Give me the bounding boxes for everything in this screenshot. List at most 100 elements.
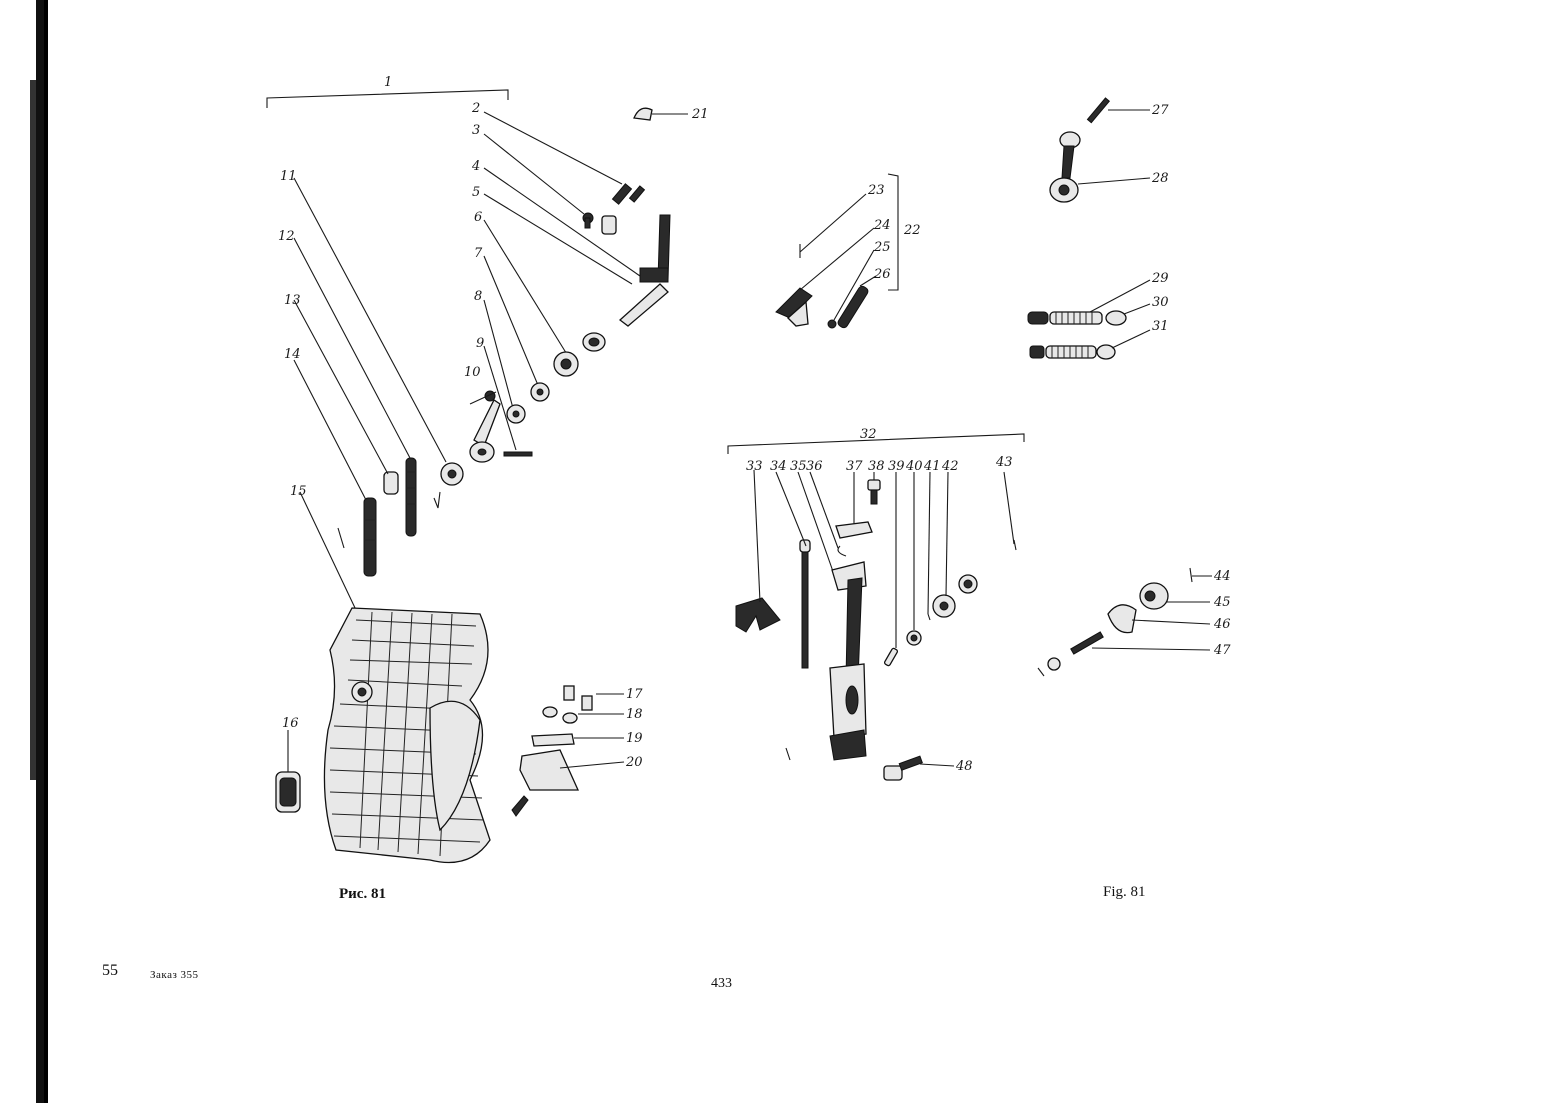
callout-42: 42 (941, 459, 959, 474)
binding-edge (0, 0, 50, 1103)
figure-caption-en: Fig. 81 (1103, 884, 1146, 900)
part-41-pin: 41 (923, 459, 941, 621)
callout-45: 45 (1213, 595, 1231, 610)
callout-24: 24 (873, 218, 891, 233)
part-32-lever-assembly (829, 561, 867, 761)
callout-40: 40 (905, 459, 923, 474)
callout-34: 34 (770, 459, 787, 474)
part-44-pin: 44 (1189, 567, 1231, 584)
part-42-bushing: 42 (932, 459, 978, 618)
callout-6: 6 (474, 210, 482, 225)
part-28-lever: 28 (1049, 131, 1169, 203)
group-bracket-22: 22 (887, 173, 921, 291)
part-25-pin: 25 (827, 240, 891, 329)
callout-12: 12 (278, 229, 295, 244)
callout-41: 41 (923, 459, 941, 474)
callout-29: 29 (1151, 271, 1169, 286)
callout-35: 35 (790, 459, 807, 474)
callout-28: 28 (1151, 171, 1169, 186)
callout-46: 46 (1213, 617, 1231, 632)
callout-27: 27 (1151, 103, 1169, 118)
part-27-pin: 27 (1086, 97, 1169, 124)
part-20-bracket: 20 (511, 749, 643, 817)
callout-2: 2 (471, 101, 480, 116)
callout-36: 36 (806, 459, 823, 474)
callout-32: 32 (860, 427, 877, 442)
callout-5: 5 (472, 185, 480, 200)
callout-16: 16 (282, 716, 299, 731)
callout-19: 19 (626, 731, 643, 746)
callout-10: 10 (464, 365, 481, 380)
order-label: Заказ 355 (150, 969, 199, 981)
part-19-plate: 19 (531, 731, 643, 747)
part-23-pin: 23 (799, 183, 885, 258)
part-40-nut: 40 (905, 459, 923, 646)
callout-17: 17 (626, 687, 643, 702)
callout-31: 31 (1152, 319, 1169, 334)
callout-22: 22 (903, 223, 921, 238)
part-21-cap: 21 (633, 107, 709, 122)
part-4-bushing: 4 (471, 159, 641, 277)
callout-14: 14 (284, 347, 301, 362)
part-38-bolt: 38 (867, 459, 885, 505)
callout-20: 20 (625, 755, 643, 770)
part-45-nut: 45 (1139, 582, 1231, 610)
callout-48: 48 (955, 759, 973, 774)
part-6-nut: 6 (474, 210, 606, 357)
part-26-spring: 26 (837, 267, 891, 329)
callout-30: 30 (1152, 295, 1169, 310)
callout-47: 47 (1213, 643, 1231, 658)
callout-7: 7 (474, 246, 483, 261)
part-18-washer: 18 (542, 706, 643, 724)
part-43-pin: 43 (995, 455, 1017, 551)
part-2-pin: 2 (471, 101, 646, 205)
callout-33: 33 (746, 459, 763, 474)
part-13-bushing: 13 (284, 293, 399, 495)
part-11-ring: 11 (280, 169, 464, 486)
callout-18: 18 (626, 707, 643, 722)
part-8-washer: 8 (474, 289, 550, 413)
part-15-housing: 15 (290, 484, 491, 864)
callout-4: 4 (471, 159, 480, 174)
callout-8: 8 (474, 289, 482, 304)
callout-13: 13 (284, 293, 301, 308)
part-5-shaft-lever: 5 (472, 185, 671, 327)
callout-21: 21 (691, 107, 709, 122)
part-47-stud: 47 (1037, 631, 1231, 677)
part-3-screw: 3 (472, 123, 594, 229)
part-16-bushing: 16 (275, 716, 301, 813)
part-39-pin: 39 (883, 459, 905, 667)
callout-9: 9 (476, 336, 484, 351)
part-48-bolt: 48 (785, 747, 973, 781)
callout-44: 44 (1213, 569, 1231, 584)
part-14-rod: 14 (284, 347, 441, 577)
figure-caption-ru: Рис. 81 (339, 886, 386, 902)
callout-1: 1 (384, 75, 392, 90)
part-36-clip: 36 (806, 459, 839, 549)
part-30-end: 30 (1105, 295, 1169, 326)
group-bracket-1: 1 (266, 75, 509, 108)
sheet-number: 55 (102, 962, 118, 979)
callout-25: 25 (873, 240, 891, 255)
part-9-pin: 9 (476, 336, 533, 457)
callout-39: 39 (888, 459, 905, 474)
callout-26: 26 (873, 267, 891, 282)
part-46-cap-nut: 46 (1107, 604, 1231, 634)
part-34-rod: 34 (770, 459, 811, 669)
group-bracket-32: 32 (727, 427, 1025, 454)
part-10-lever: 10 (464, 365, 501, 463)
page-number: 433 (711, 976, 732, 991)
part-29-spring: 29 (1027, 271, 1169, 325)
callout-3: 3 (472, 123, 480, 138)
part-35-pin: 35 (790, 459, 847, 581)
callout-15: 15 (290, 484, 307, 499)
callout-23: 23 (867, 183, 885, 198)
part-17-bolt: 17 (563, 685, 643, 711)
callout-43: 43 (995, 455, 1013, 470)
part-7-sleeve: 7 (474, 246, 579, 391)
callout-38: 38 (868, 459, 885, 474)
part-12-rod: 12 (278, 229, 417, 537)
callout-37: 37 (846, 459, 863, 474)
callout-11: 11 (280, 169, 297, 184)
